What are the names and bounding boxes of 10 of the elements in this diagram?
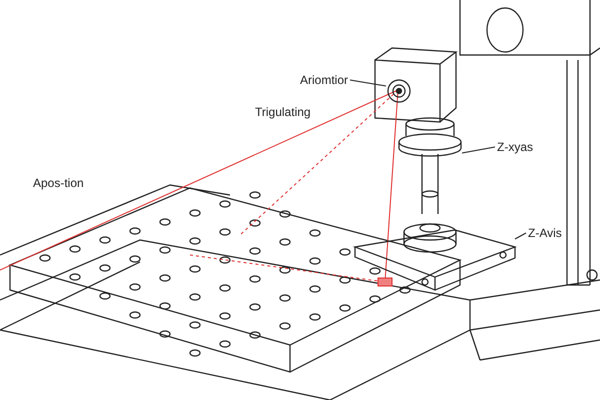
part-label: Z-Avis [528,226,562,240]
part-label: Ariomtior [300,73,348,87]
leader-line [514,232,526,240]
part-label: Apos-tion [33,176,84,190]
spindle [398,116,462,216]
part-label: Trigulating [255,105,311,119]
part-label: Z-xyas [497,140,533,154]
leader-line [462,146,496,154]
camera-lens [386,78,412,104]
leader-line [350,80,386,86]
